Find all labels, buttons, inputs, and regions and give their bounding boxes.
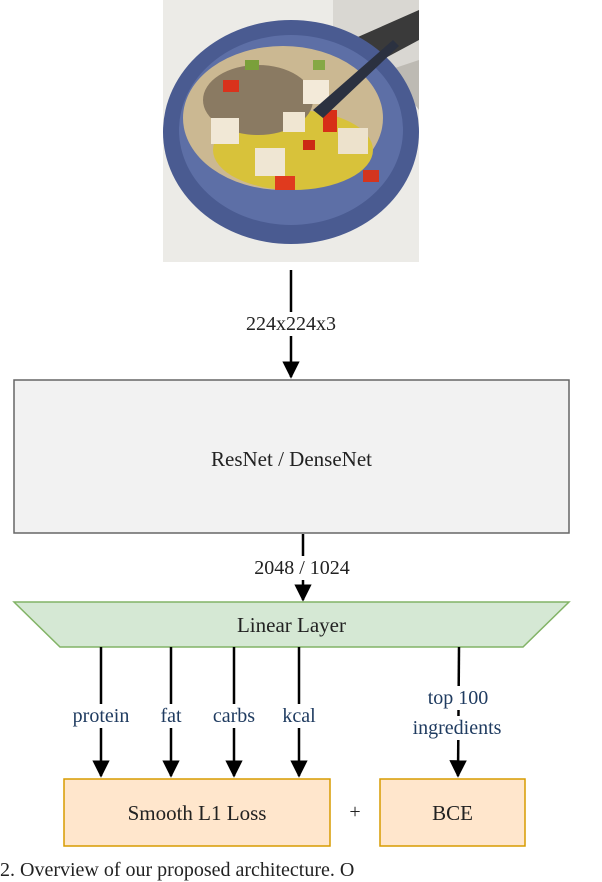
linear-layer-label: Linear Layer	[236, 613, 346, 637]
arrow-ingredients	[449, 646, 467, 778]
plus-sign: +	[349, 801, 361, 823]
linear-layer-shape	[12, 601, 571, 648]
output-label-fat: fat	[151, 704, 191, 728]
feature-dims-label: 2048 / 1024	[222, 556, 382, 580]
bce-box	[379, 778, 526, 847]
output-label-protein: protein	[56, 704, 146, 728]
food-photo	[163, 0, 419, 262]
output-label-ingredients-line2: ingredients	[390, 716, 524, 740]
smooth-l1-label: Smooth L1 Loss	[127, 801, 267, 825]
backbone-label: ResNet / DenseNet	[211, 447, 372, 471]
smooth-l1-box	[63, 778, 331, 847]
bce-label: BCE	[432, 801, 473, 825]
backbone-box	[13, 379, 570, 534]
output-label-ingredients-line1: top 100	[398, 686, 518, 710]
figure-caption: 2. Overview of our proposed architecture…	[0, 859, 355, 881]
input-dims-label: 224x224x3	[221, 312, 361, 336]
output-label-kcal: kcal	[269, 704, 329, 728]
output-label-carbs: carbs	[199, 704, 269, 728]
food-photo-illustration	[163, 0, 419, 262]
